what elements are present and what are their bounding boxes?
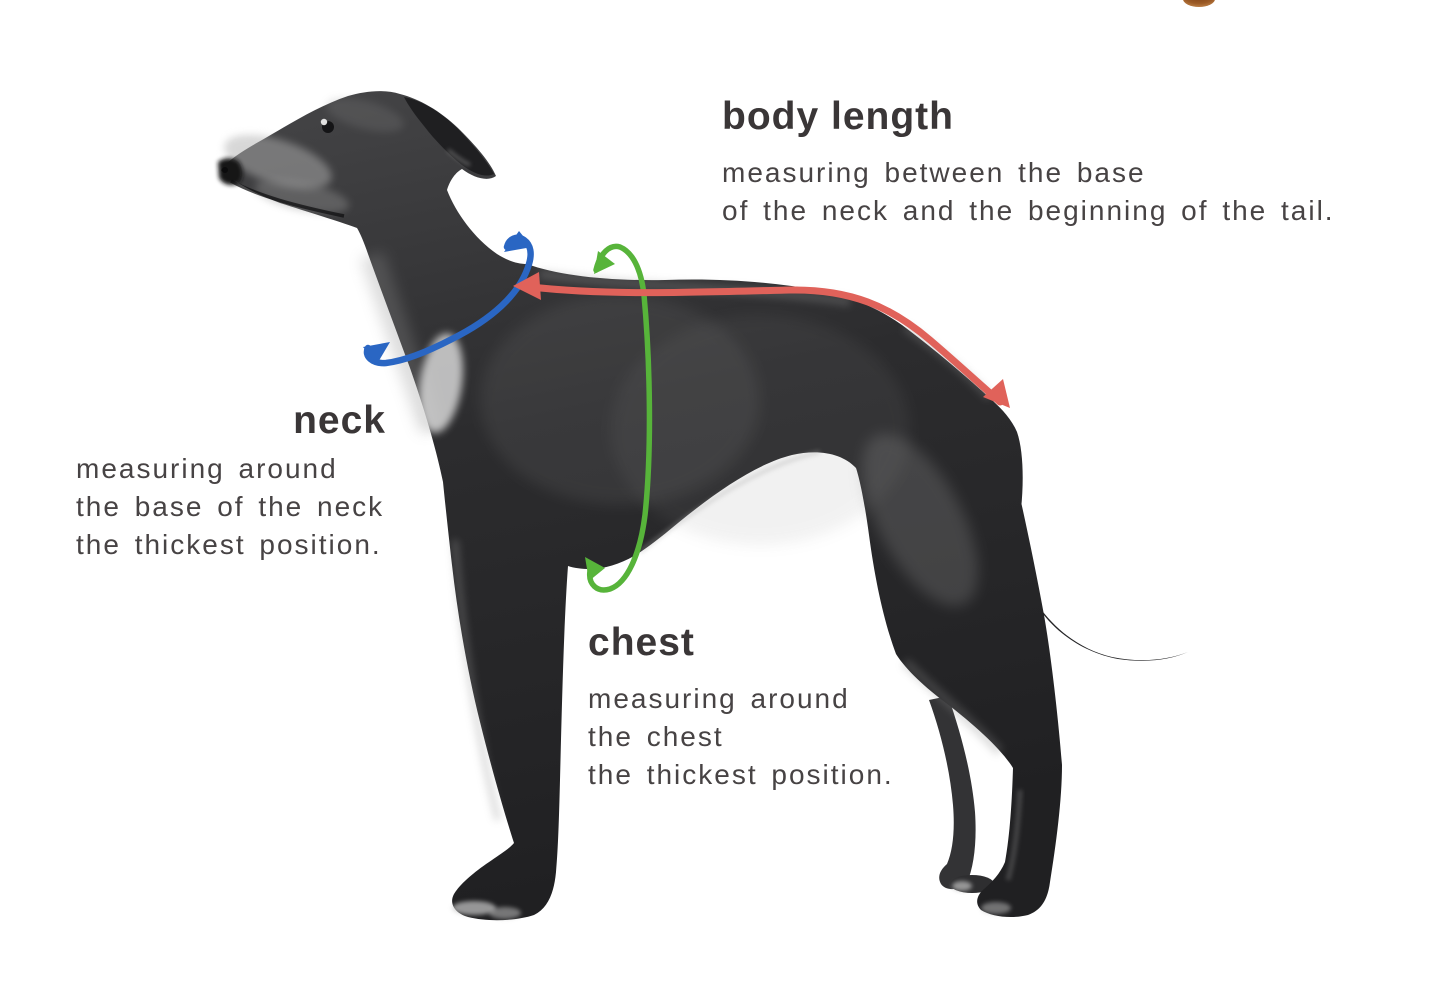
neck-arrowhead-top (504, 231, 532, 252)
neck-measure-arrow (363, 231, 534, 367)
dog-eye-glint (320, 118, 328, 126)
dog-paw-highlights (452, 901, 1011, 919)
dog-ear (404, 97, 494, 176)
dog-face-details (218, 118, 345, 218)
chest-heading: chest (588, 621, 695, 664)
chest-description-line: measuring around (588, 683, 850, 714)
dog-nose (218, 158, 243, 186)
neck-description-line: the thickest position. (76, 529, 382, 560)
neck-label: neck measuring around the base of the ne… (76, 398, 386, 564)
body-length-heading: body length (722, 95, 954, 138)
dog-far-hind-toes-highlight (952, 881, 972, 891)
chest-measure-arrow (585, 243, 653, 593)
dog-nostril (222, 167, 228, 173)
dog-far-hind-leg (929, 696, 976, 890)
body-length-arrowhead-right (983, 379, 1010, 408)
dog-ear-fold-highlight (446, 148, 471, 167)
neck-arrowhead-bottom (363, 342, 390, 364)
dog-silhouette (221, 91, 1188, 921)
neck-heading: neck (293, 399, 386, 442)
chest-description-line: the thickest position. (588, 759, 894, 790)
chest-arrowhead-bottom (585, 557, 605, 581)
body-length-measure-arrow (513, 272, 1010, 408)
chest-label: chest measuring around the chest the thi… (588, 620, 894, 794)
dog-chest-white-patch (419, 333, 463, 433)
neck-description-line: the base of the neck (76, 491, 385, 522)
neck-description-line: measuring around (76, 453, 338, 484)
chest-arrowhead-top (594, 251, 615, 274)
chest-description-line: the chest (588, 721, 724, 752)
body-length-description-line: measuring between the base (722, 157, 1146, 188)
dog-mouth-line (230, 179, 345, 218)
body-length-description-line: of the neck and the beginning of the tai… (722, 195, 1335, 226)
body-length-label: body length measuring between the base o… (722, 94, 1335, 230)
body-length-arrowhead-left (513, 272, 541, 300)
logo-fragment (1183, 0, 1215, 7)
